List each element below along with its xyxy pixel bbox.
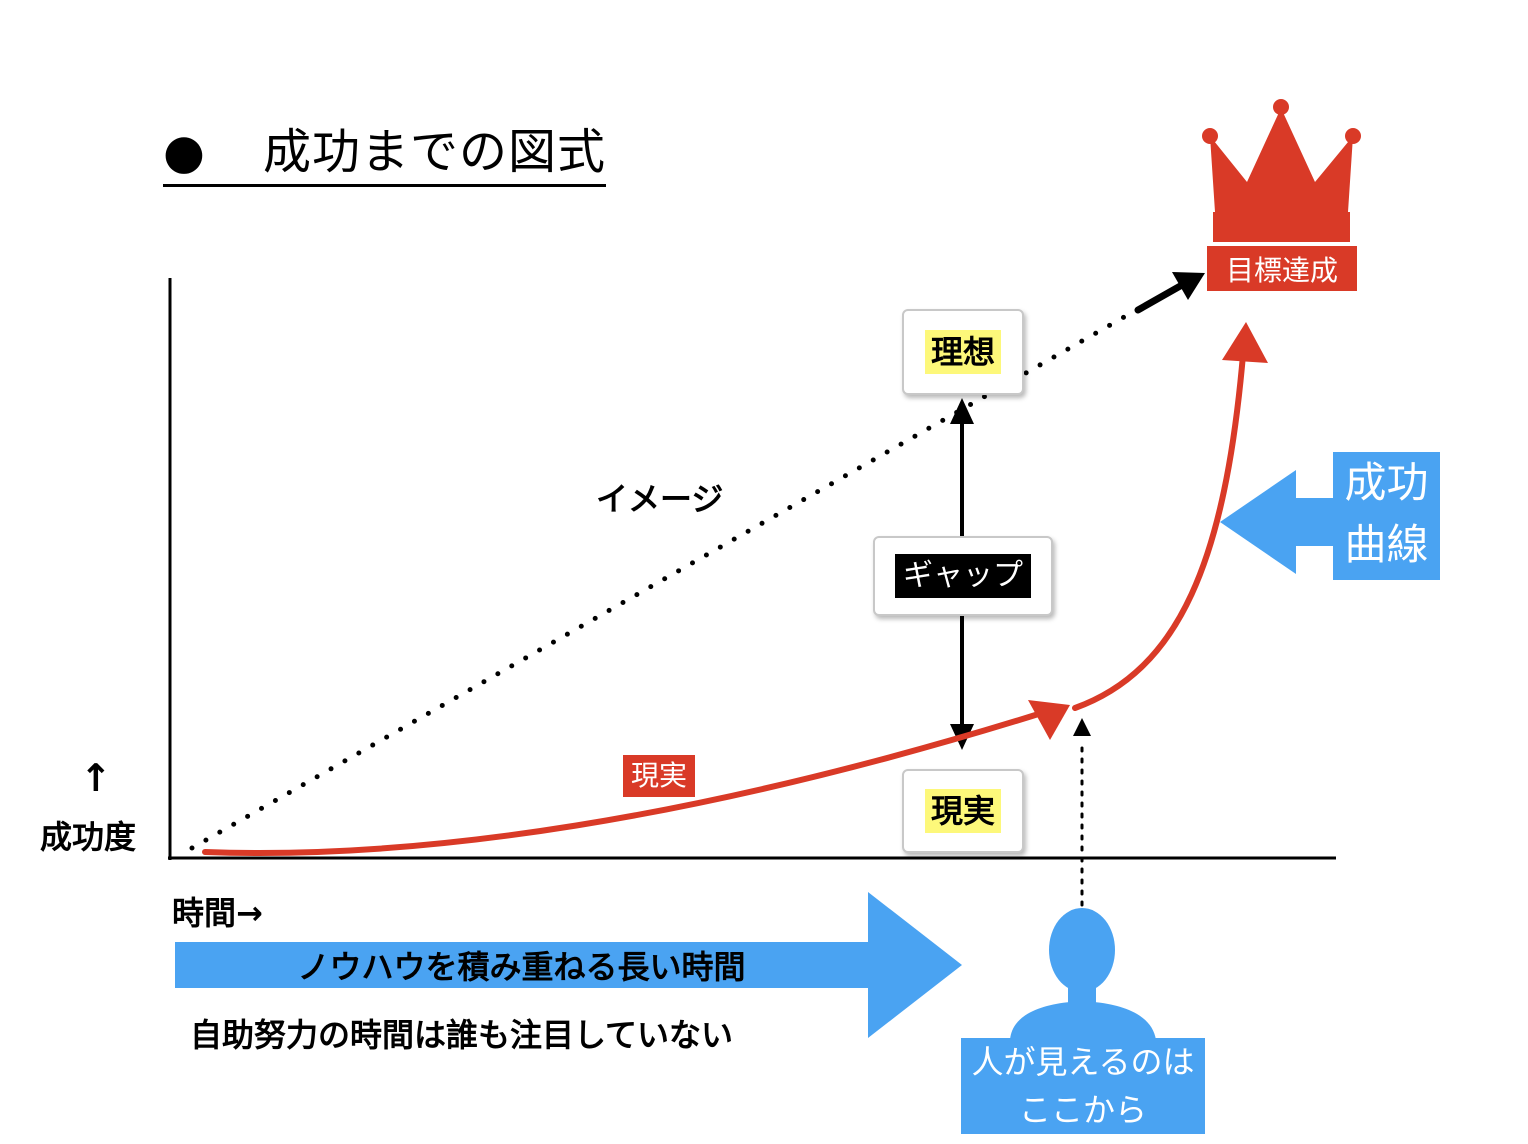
time-banner-text: ノウハウを積み重ねる長い時間: [297, 948, 746, 986]
reality-curve-label: 現実: [623, 755, 696, 797]
page-title: ● 成功までの図式: [163, 122, 607, 187]
image-line-arrow-shaft: [1134, 281, 1186, 314]
effort-note: 自助努力の時間は誰も注目していない: [190, 1016, 734, 1054]
y-axis-arrow: ↑: [80, 756, 112, 800]
observer-label-line2: ここから: [1018, 1091, 1147, 1129]
title-text: 成功までの図式: [263, 124, 607, 180]
ideal-label: 理想: [924, 330, 1001, 374]
reality-card: 現実: [902, 769, 1024, 853]
title-bullet: ●: [163, 124, 206, 180]
goal-label: 目標達成: [1207, 246, 1357, 291]
crown-icon: [1202, 99, 1361, 242]
y-axis-label: 成功度: [40, 818, 137, 856]
observer-label-line1: 人が見えるのは: [971, 1043, 1195, 1081]
gap-arrowhead-up: [950, 398, 974, 424]
success-curve-pointer-arrow: [1220, 470, 1336, 574]
observer-arrowhead: [1073, 718, 1091, 736]
reality-card-label: 現実: [924, 789, 1001, 833]
image-line-label: イメージ: [596, 480, 724, 518]
ideal-card: 理想: [902, 309, 1024, 395]
gap-label: ギャップ: [895, 554, 1031, 598]
success-curve-label-line1: 成功: [1344, 458, 1429, 507]
success-curve-label: 成功 曲線: [1333, 452, 1440, 580]
success-curve-label-line2: 曲線: [1344, 520, 1429, 569]
person-icon: [1010, 908, 1156, 1040]
success-curve-top-arrowhead: [1222, 322, 1268, 363]
observer-label: 人が見えるのは ここから: [961, 1038, 1205, 1134]
time-banner-arrow: [175, 892, 962, 1038]
success-curve-mid-arrowhead: [1028, 700, 1070, 740]
success-curve-upper: [1072, 352, 1246, 711]
image-dotted-line: [189, 305, 1143, 851]
success-curve-lower: [202, 709, 1048, 856]
gap-card: ギャップ: [873, 536, 1053, 616]
x-axis-label: 時間→: [172, 894, 263, 932]
image-line-arrowhead: [1172, 272, 1205, 300]
